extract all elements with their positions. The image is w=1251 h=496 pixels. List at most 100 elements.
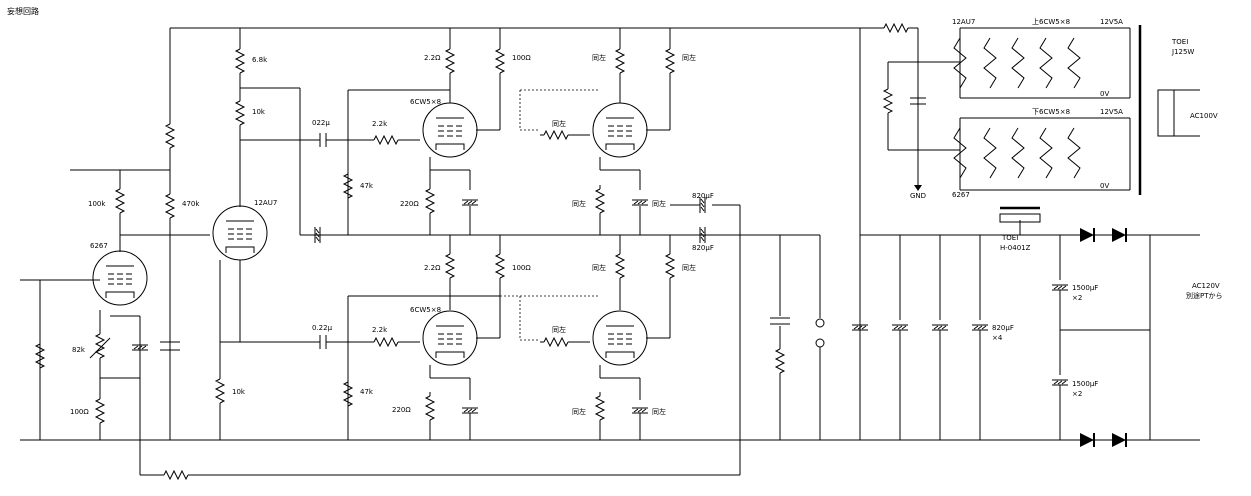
label-same-3: 同左	[682, 53, 696, 62]
resistor-grid-right-bot	[539, 337, 573, 347]
label-820uf-b: 820μF	[692, 244, 714, 252]
choke-coil	[999, 213, 1041, 223]
label-2-2k-top: 2.2k	[372, 120, 388, 128]
rectifier-diode-1	[1079, 227, 1095, 243]
label-12v5a-b: 12V5A	[1100, 108, 1123, 116]
label-100k: 100k	[88, 200, 106, 208]
label-10k-plate: 10k	[252, 108, 266, 116]
label-x2-b: ×2	[1072, 390, 1082, 398]
resistor-same-2	[615, 44, 625, 78]
supply-cap-2	[891, 324, 909, 331]
rectifier-diode-2	[1111, 227, 1127, 243]
label-6cw5-bot: 6CW5×8	[410, 306, 441, 314]
resistor-same-7	[615, 249, 625, 283]
resistor-100-ohm-b	[495, 249, 505, 283]
heater-bias-resistor	[879, 23, 913, 33]
label-x4: ×4	[992, 334, 1003, 342]
output-load-resistor	[775, 344, 785, 378]
cathode-cap-top-right	[631, 199, 649, 206]
label-ac120v: AC120V	[1192, 282, 1220, 290]
resistor-100-ohm	[95, 394, 105, 428]
label-same-2: 同左	[592, 53, 606, 62]
label-820uf-x4: 820μF	[992, 324, 1014, 332]
filter-cap-1500uf-a	[1051, 284, 1069, 291]
feedback-resistor	[159, 470, 193, 480]
label-10k-cathode: 10k	[232, 388, 246, 396]
resistor-2-2k-top	[369, 135, 403, 145]
output-tube-bot-left	[422, 310, 478, 366]
resistor-6-8k	[235, 44, 245, 78]
resistor-220-ohm-bot	[425, 391, 435, 425]
label-100-ohm-b: 100Ω	[512, 264, 531, 272]
label-6-8k: 6.8k	[252, 56, 268, 64]
resistor-2-2-ohm-a	[445, 44, 455, 78]
mains-input-box	[1157, 89, 1175, 137]
cathode-cap-bot-right	[631, 407, 649, 414]
resistor-same-9	[595, 391, 605, 425]
output-terminal-cold	[815, 338, 825, 348]
label-6cw5-top: 6CW5×8	[410, 98, 441, 106]
resistor-470k	[165, 189, 175, 223]
heater-divider-resistor	[883, 84, 893, 118]
label-ac100v: AC100V	[1190, 112, 1218, 120]
diagram-title: 妄想回路	[7, 7, 39, 16]
label-2-2k-bot: 2.2k	[372, 326, 388, 334]
tube-12au7	[212, 205, 268, 261]
label-47k-top: 47k	[360, 182, 374, 190]
label-220-ohm-top: 220Ω	[400, 200, 419, 208]
label-heater-6cw5-bot: 下6CW5×8	[1032, 108, 1070, 116]
label-47k-bot: 47k	[360, 388, 374, 396]
resistor-10k-cathode	[215, 374, 225, 408]
label-12v5a-a: 12V5A	[1100, 18, 1123, 26]
resistor-same-8	[665, 249, 675, 283]
cathode-cap-top-left	[461, 199, 479, 206]
label-same-5: 同左	[652, 199, 666, 208]
label-same-7: 同左	[592, 263, 606, 272]
label-toei-choke: TOEI	[1001, 234, 1018, 242]
label-12au7: 12AU7	[254, 199, 277, 207]
rectifier-diode-4	[1111, 432, 1127, 448]
label-2-2-ohm-b: 2.2Ω	[424, 264, 441, 272]
output-tube-top-right	[592, 102, 648, 158]
label-same-6: 同左	[552, 325, 566, 334]
label-j125w: J125W	[1171, 48, 1194, 56]
heater-string-bot	[959, 117, 1120, 191]
heater-string-top	[959, 27, 1120, 99]
label-h0401z: H-0401Z	[1000, 244, 1031, 252]
label-470k: 470k	[182, 200, 200, 208]
label-same-10: 同左	[652, 407, 666, 416]
label-same-1: 同左	[552, 119, 566, 128]
rectifier-diode-3	[1079, 432, 1095, 448]
resistor-grid-right-top	[539, 130, 573, 140]
cathode-cap-bot-left	[461, 407, 479, 414]
supply-cap-3	[931, 324, 949, 331]
label-1500uf-b: 1500μF	[1072, 380, 1098, 388]
label-82k: 82k	[72, 346, 86, 354]
label-2-2-ohm-a: 2.2Ω	[424, 54, 441, 62]
resistor-82k	[95, 329, 105, 363]
label-0v-a: 0V	[1100, 90, 1109, 98]
label-100-ohm-a: 100Ω	[512, 54, 531, 62]
resistor-upper	[165, 119, 175, 153]
label-820uf-a: 820μF	[692, 192, 714, 200]
resistor-100-ohm-a	[495, 44, 505, 78]
filter-cap-1500uf-b	[1051, 379, 1069, 386]
label-0v-b: 0V	[1100, 182, 1109, 190]
resistor-2-2-ohm-b	[445, 249, 455, 283]
label-same-9: 同左	[572, 407, 586, 416]
output-tube-top-left	[422, 102, 478, 158]
label-100-ohm: 100Ω	[70, 408, 89, 416]
resistor-220-ohm-top	[425, 184, 435, 218]
label-same-4: 同左	[572, 199, 586, 208]
resistor-same-4	[595, 184, 605, 218]
label-gnd: GND	[910, 192, 926, 200]
tube-6267	[92, 250, 148, 306]
label-separate-pt: 別途PTから	[1186, 291, 1223, 300]
supply-cap-4	[971, 324, 989, 331]
resistor-2-2k-bot	[369, 337, 403, 347]
label-same-8: 同左	[682, 263, 696, 272]
label-toei-tr: TOEI	[1171, 38, 1188, 46]
label-220-ohm-bot: 220Ω	[392, 406, 411, 414]
output-terminal-hot	[815, 318, 825, 328]
